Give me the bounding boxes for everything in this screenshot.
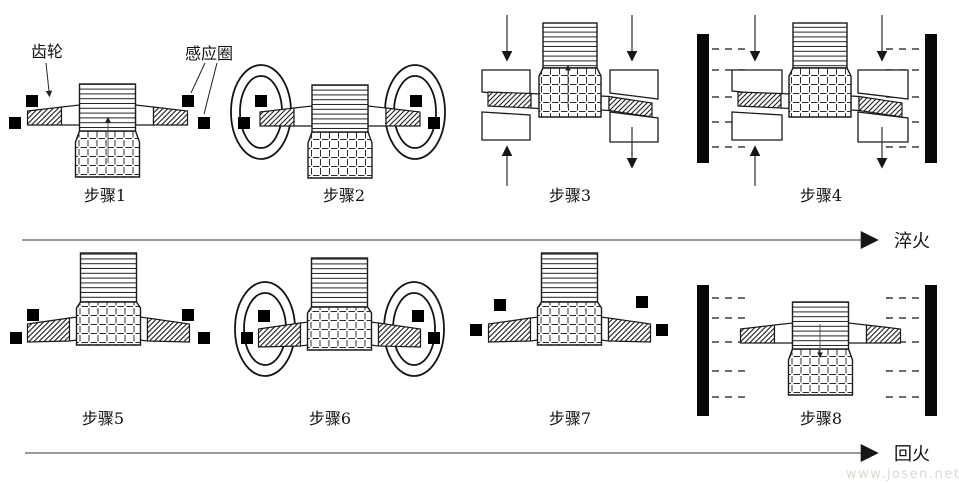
quench-label: 淬火 xyxy=(894,231,930,252)
coil-leader-line-2 xyxy=(203,62,218,115)
temper-label: 回火 xyxy=(894,444,930,465)
quench-plate-left xyxy=(697,285,709,416)
annotations: 齿轮 感应圈 xyxy=(31,42,233,115)
gear-workpiece xyxy=(26,252,191,346)
quench-block-top-right xyxy=(609,69,659,100)
step-6: 步骤6 xyxy=(234,257,445,428)
step-5: 步骤5 xyxy=(10,252,210,428)
coil-segment xyxy=(636,296,648,308)
spray-dashes-left xyxy=(712,297,746,398)
step-7-label: 步骤7 xyxy=(549,409,591,428)
coil-segment xyxy=(198,117,210,129)
gear-callout-arrow xyxy=(45,62,53,98)
quench-block-bottom-right xyxy=(857,111,909,143)
coil-segment xyxy=(410,95,422,107)
process-flow: 淬火 回火 xyxy=(22,231,930,465)
step-5-label: 步骤5 xyxy=(82,409,124,428)
step-7: 步骤7 xyxy=(470,252,668,428)
step-3: 步骤3 xyxy=(481,15,659,205)
coil-segment xyxy=(428,332,440,344)
gear-workpiece xyxy=(739,301,902,396)
coil-segment xyxy=(182,95,194,107)
spray-dashes-right xyxy=(886,297,921,398)
coil-leader-line-1 xyxy=(190,62,206,94)
step-2-label: 步骤2 xyxy=(323,186,365,205)
gear-callout-label: 齿轮 xyxy=(31,42,63,61)
coil-segment xyxy=(238,117,250,129)
coil-segment xyxy=(258,310,270,322)
coil-segment xyxy=(428,117,440,129)
coil-segment xyxy=(656,324,668,336)
step-8-label: 步骤8 xyxy=(800,409,842,428)
coil-callout-label: 感应圈 xyxy=(185,44,233,63)
quench-plate-right xyxy=(925,285,937,416)
step-1: 步骤1 xyxy=(9,83,210,205)
gear-workpiece xyxy=(487,252,652,346)
step-8: 步骤8 xyxy=(697,285,937,428)
step-3-label: 步骤3 xyxy=(549,186,591,205)
quench-plate-left xyxy=(697,34,709,163)
coil-segment xyxy=(27,309,39,321)
gear-workpiece xyxy=(257,257,422,351)
step-6-label: 步骤6 xyxy=(309,409,351,428)
coil-segment xyxy=(182,309,194,321)
coil-segment xyxy=(198,332,210,344)
gear-workpiece xyxy=(26,83,189,178)
coil-segment xyxy=(9,117,21,129)
step-2: 步骤2 xyxy=(230,64,446,205)
coil-segment xyxy=(494,299,506,311)
quench-block-top-right xyxy=(857,69,909,100)
step-4: 步骤4 xyxy=(697,15,937,205)
quench-block-bottom-left xyxy=(481,111,531,141)
quench-block-bottom-left xyxy=(731,111,783,141)
coil-segment xyxy=(10,332,22,344)
coil-segment xyxy=(26,95,38,107)
step-1-label: 步骤1 xyxy=(84,186,126,205)
watermark: www.josen.net xyxy=(846,467,960,482)
coil-segment xyxy=(412,310,424,322)
quench-plate-right xyxy=(925,34,937,163)
coil-segment xyxy=(470,324,482,336)
coil-segment xyxy=(241,332,253,344)
coil-segment xyxy=(255,95,267,107)
step-4-label: 步骤4 xyxy=(800,186,842,205)
